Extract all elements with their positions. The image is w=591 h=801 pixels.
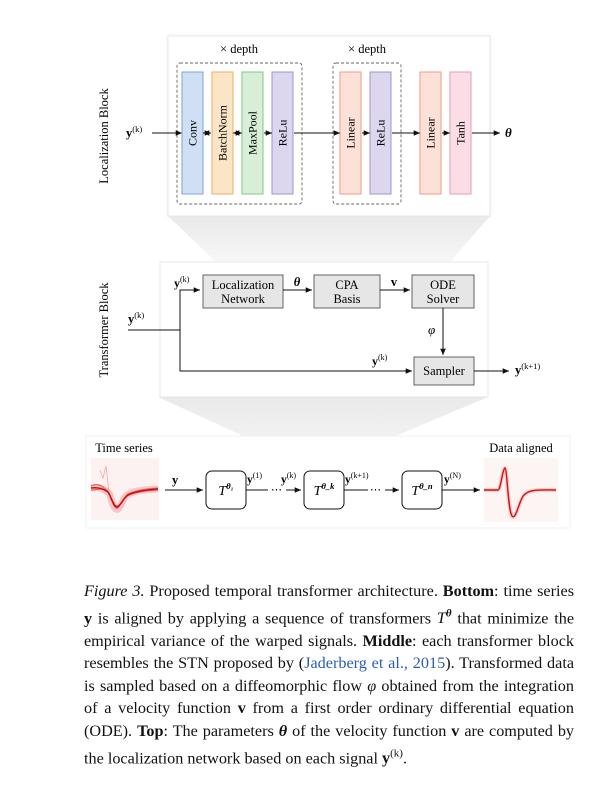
localization-block-label: Localization Block	[97, 88, 111, 184]
aligned-signal-thumbnail	[484, 458, 558, 522]
lower-y-label: y(k)	[372, 353, 388, 368]
ellipsis-1: ⋯	[271, 484, 282, 496]
caption-top-text-2: of the velocity function	[287, 721, 452, 740]
top-input-y: y(k)	[126, 124, 142, 140]
localization-network-box	[202, 274, 284, 309]
caption-T-symbol: Tθ	[436, 607, 452, 627]
caption-top-text-3: are computed by the localization network…	[84, 721, 575, 767]
caption-citation-link[interactable]: Jaderberg et al., 2015	[304, 654, 446, 673]
yk-label: y(k)	[281, 471, 296, 486]
ellipsis-2: ⋯	[370, 484, 381, 496]
sampler-label: Sampler	[423, 364, 465, 378]
bottom-input-y: y	[172, 473, 179, 487]
time-series-title: Time series	[95, 441, 153, 455]
top-layer-blocks: Conv BatchNorm MaxPool ReLu Linear ReLu Linear…	[181, 71, 472, 195]
data-aligned-title: Data aligned	[489, 441, 553, 455]
localization-network-line1: Localization	[212, 278, 275, 292]
caption-theta-symbol: θ	[278, 721, 288, 740]
y1-label: y(1)	[247, 471, 262, 486]
caption-v-symbol-2: v	[451, 721, 460, 740]
middle-v-label: v	[391, 275, 398, 289]
linear-2-layer-label: Linear	[424, 117, 438, 148]
figure-caption: Figure 3. Proposed temporal transformer …	[84, 580, 574, 770]
batchnorm-layer-label: BatchNorm	[216, 104, 230, 161]
caption-intro: Proposed temporal transformer architectu…	[144, 582, 443, 600]
cpa-basis-line1: CPA	[335, 278, 358, 292]
caption-middle-text-3: obtained from the integration of a veloc…	[84, 676, 574, 718]
conv-layer-label: Conv	[186, 120, 200, 146]
caption-y-symbol: y	[84, 608, 93, 627]
middle-output-y: y(k+1)	[515, 361, 540, 377]
caption-middle-text-4: from a first order ordinary differential…	[84, 699, 574, 740]
cpa-basis-line2: Basis	[333, 292, 360, 306]
caption-end: .	[402, 748, 407, 767]
caption-bottom-text-2: is aligned by applying a sequence of tra…	[92, 608, 437, 627]
caption-middle-label: Middle	[362, 631, 413, 650]
caption-bottom-label: Bottom	[442, 582, 495, 600]
depth-label-conv: × depth	[220, 42, 259, 56]
middle-branch-up	[179, 287, 200, 330]
top-output-theta: θ	[505, 125, 512, 140]
transformer-k-label: Tθ_k	[314, 481, 335, 499]
caption-v-symbol: v	[237, 699, 246, 718]
caption-bottom-text-3: that minimize the empirical variance of …	[84, 608, 575, 650]
caption-fig-label: Figure 3.	[84, 582, 145, 600]
middle-theta-label: θ	[294, 275, 301, 289]
zoom-funnel-bottom	[158, 397, 488, 462]
ode-solver-line2: Solver	[427, 292, 460, 306]
yk1-label: y(k+1)	[345, 471, 369, 486]
transformer-block-label: Transformer Block	[97, 282, 111, 378]
cpa-basis-box	[313, 274, 381, 309]
relu-layer-label: ReLu	[276, 120, 290, 147]
linear-layer-label: Linear	[344, 117, 358, 148]
sampler-box	[413, 356, 475, 386]
caption-middle-text-2: ). Transformed data is sampled based on …	[84, 654, 574, 695]
middle-input-y: y(k)	[128, 310, 144, 326]
caption-top-text-1: : The parameters	[163, 721, 279, 740]
zoom-funnel-top	[168, 216, 490, 262]
caption-phi-symbol: φ	[367, 676, 377, 695]
architecture-diagram: Localization Block × depth × depth y(k) …	[85, 35, 571, 529]
maxpool-layer-label: MaxPool	[246, 110, 260, 155]
ode-solver-line1: ODE	[430, 278, 456, 292]
transformer-1-label: Tθ₁	[218, 481, 233, 499]
caption-middle-text-1: : each transformer block resembles the S…	[84, 631, 574, 673]
yN-label: y(N)	[444, 471, 461, 486]
caption-bottom-text-1: : time series	[494, 582, 574, 600]
relu-2-layer-label: ReLu	[374, 120, 388, 147]
middle-phi-label: φ	[428, 322, 435, 337]
ode-solver-box	[411, 274, 475, 309]
middle-branch-down	[179, 330, 412, 374]
caption-y-k-symbol: y(k)	[382, 747, 403, 767]
transformer-n-label: Tθ_n	[411, 481, 432, 499]
branch-y-label: y(k)	[174, 275, 190, 290]
caption-top-label: Top	[137, 721, 164, 740]
depth-label-linear: × depth	[348, 42, 387, 56]
tanh-layer-label: Tanh	[454, 121, 468, 145]
localization-network-line2: Network	[221, 292, 265, 306]
time-series-thumbnail	[90, 458, 159, 520]
